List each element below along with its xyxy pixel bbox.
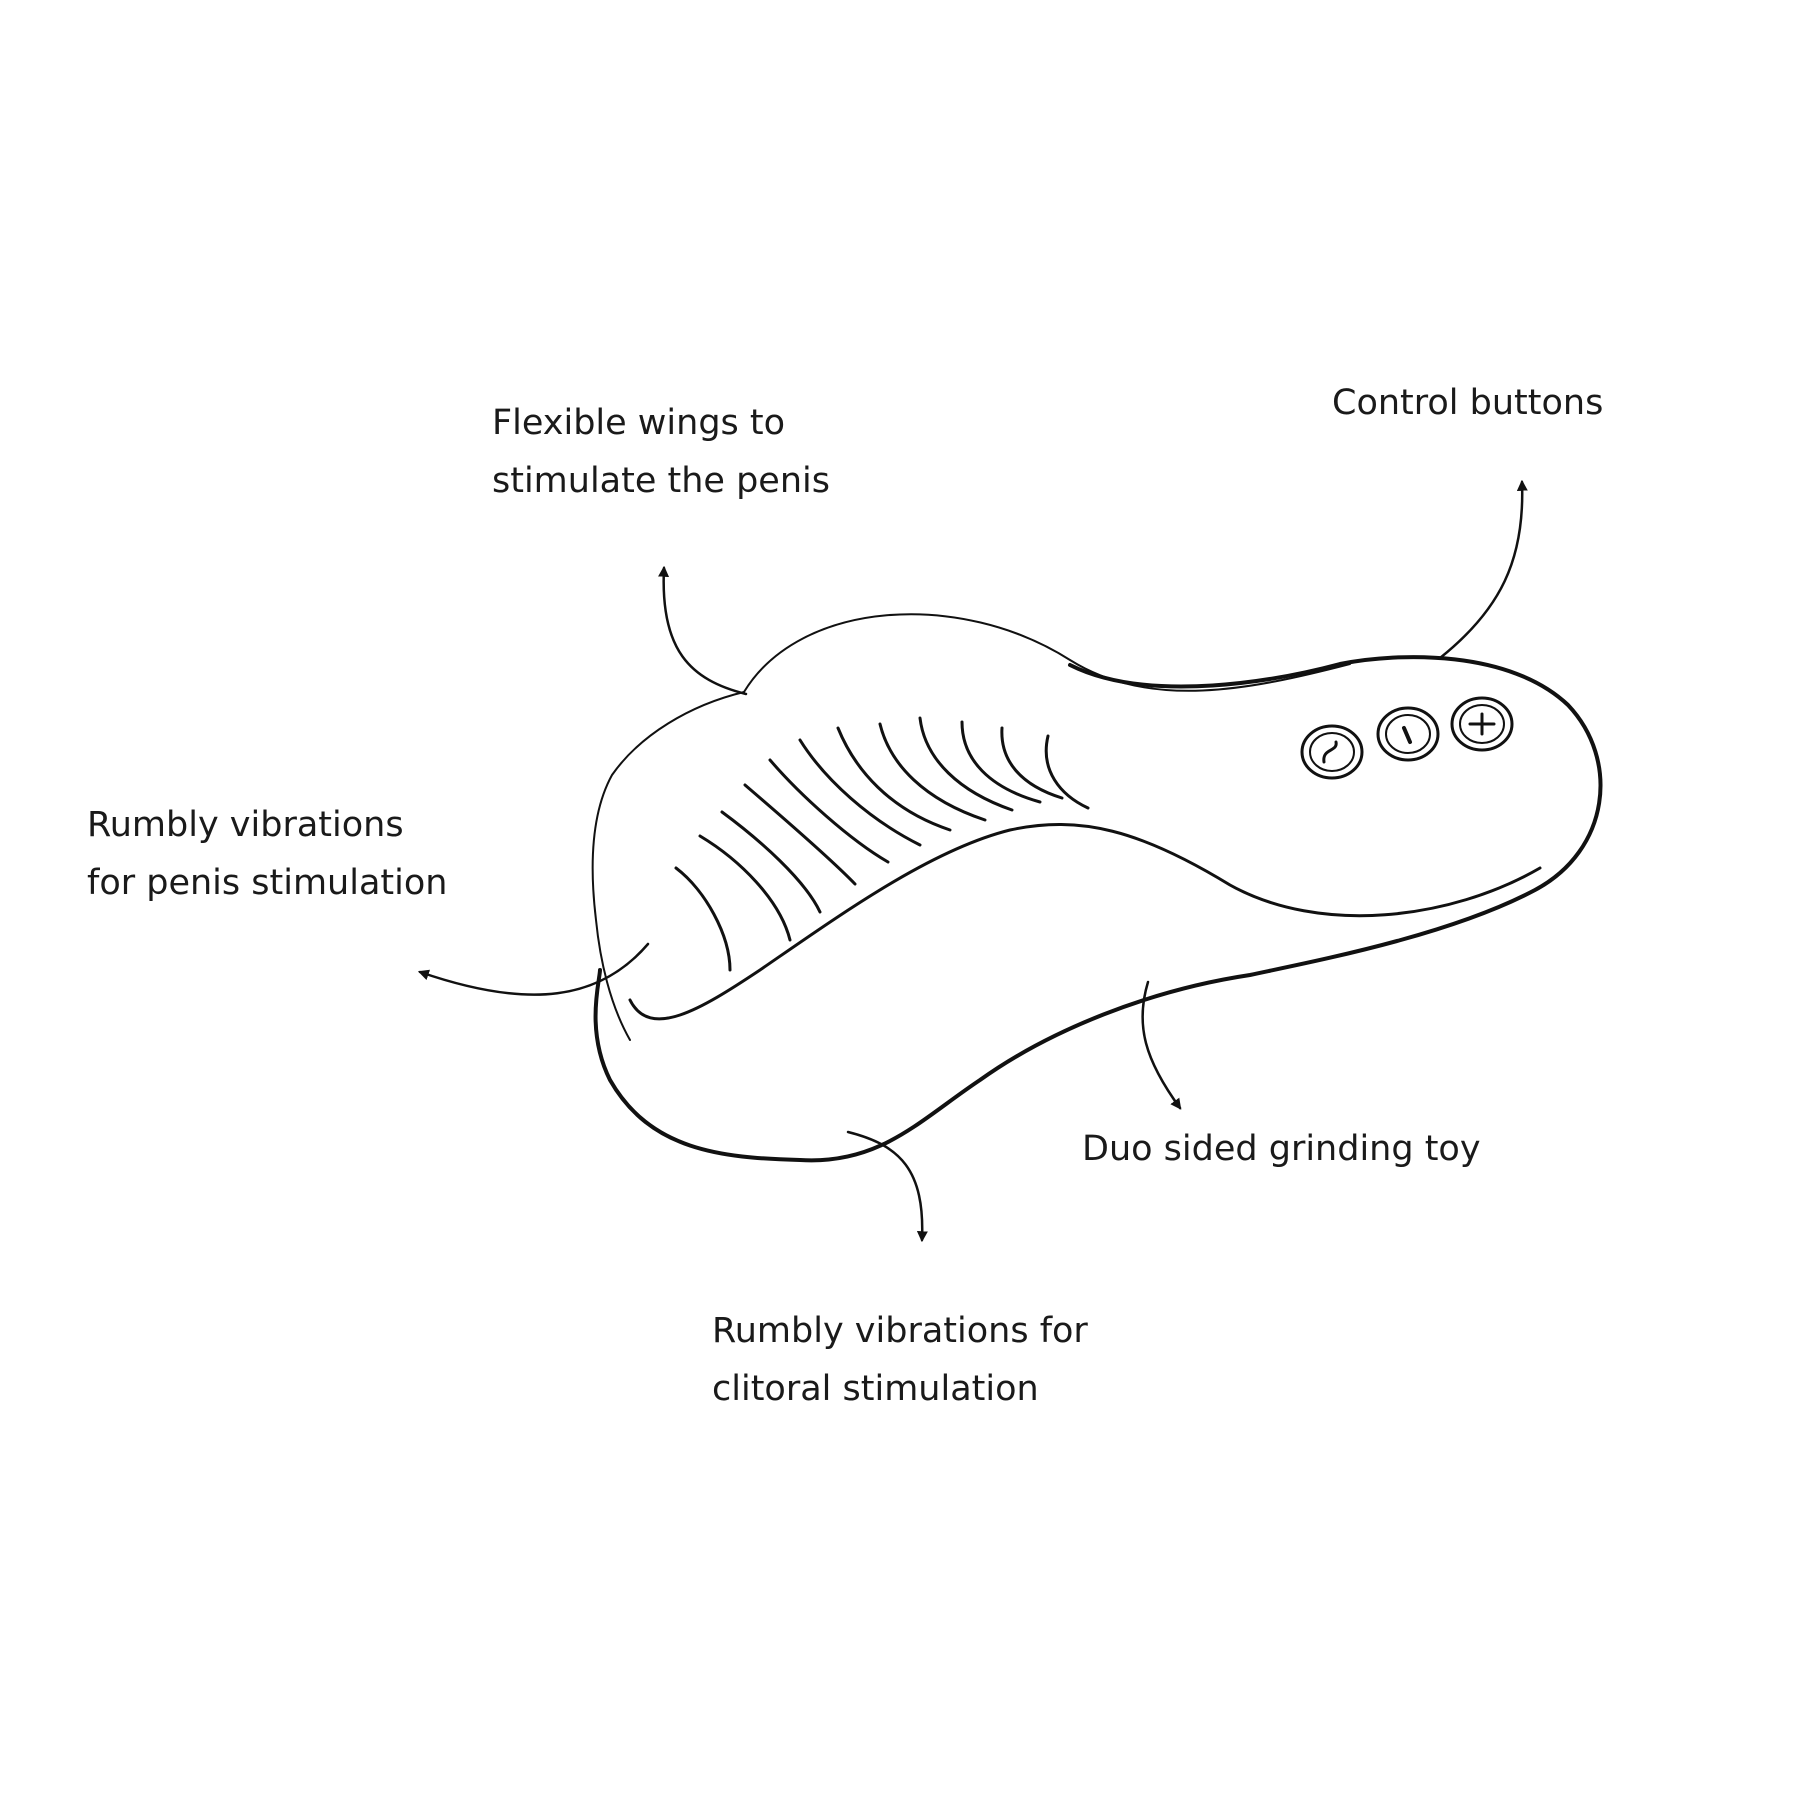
duo-sided-label: Duo sided grinding toy (1082, 1120, 1481, 1178)
wing-rib (1044, 734, 1090, 810)
clitoral-vibration-leader-arrow (846, 1130, 928, 1243)
device-top-outline (591, 691, 745, 1041)
label-line: for penis stimulation (87, 863, 448, 903)
wing-rib (743, 783, 857, 886)
wave-icon (1322, 740, 1338, 764)
penis-vibrations-label: Rumbly vibrations for penis stimulation (87, 796, 447, 912)
wing-rib (960, 720, 1042, 804)
device-body-outline (593, 655, 1603, 1163)
control-button-plus[interactable] (1450, 696, 1514, 752)
flexible-wings-label: Flexible wings to stimulate the penis (492, 394, 830, 510)
label-line: stimulate the penis (492, 461, 830, 501)
label-line: Control buttons (1332, 383, 1604, 423)
buttons-leader-arrow (1438, 479, 1528, 660)
wing-rib (698, 834, 792, 942)
wing-rib (768, 758, 890, 864)
flexible-wings (674, 716, 1090, 972)
wings-leader-arrow (658, 565, 748, 696)
device-top-back (743, 613, 1351, 693)
label-line: Rumbly vibrations for (712, 1311, 1088, 1351)
wing-rib (1000, 726, 1064, 800)
wing-rib (918, 716, 1014, 812)
control-button-wave[interactable] (1300, 724, 1364, 780)
penis-vibration-leader-arrow (417, 942, 650, 996)
wing-rib (674, 866, 732, 972)
label-line: clitoral stimulation (712, 1369, 1039, 1409)
plus-icon (1468, 712, 1496, 736)
wing-rib (836, 726, 952, 832)
clitoral-vibrations-label: Rumbly vibrations for clitoral stimulati… (712, 1302, 1088, 1418)
label-line: Flexible wings to (492, 403, 786, 443)
control-button-minus[interactable] (1376, 706, 1440, 762)
control-buttons (1300, 696, 1514, 780)
duo-sided-leader-arrow (1141, 980, 1182, 1110)
wing-rib (878, 722, 987, 822)
label-line: Duo sided grinding toy (1082, 1129, 1481, 1169)
control-buttons-label: Control buttons (1332, 374, 1603, 432)
label-line: Rumbly vibrations (87, 805, 404, 845)
minus-icon (1402, 726, 1412, 744)
wing-rib (720, 810, 822, 914)
device-inner-contour (628, 823, 1542, 1021)
wing-rib (798, 738, 922, 847)
